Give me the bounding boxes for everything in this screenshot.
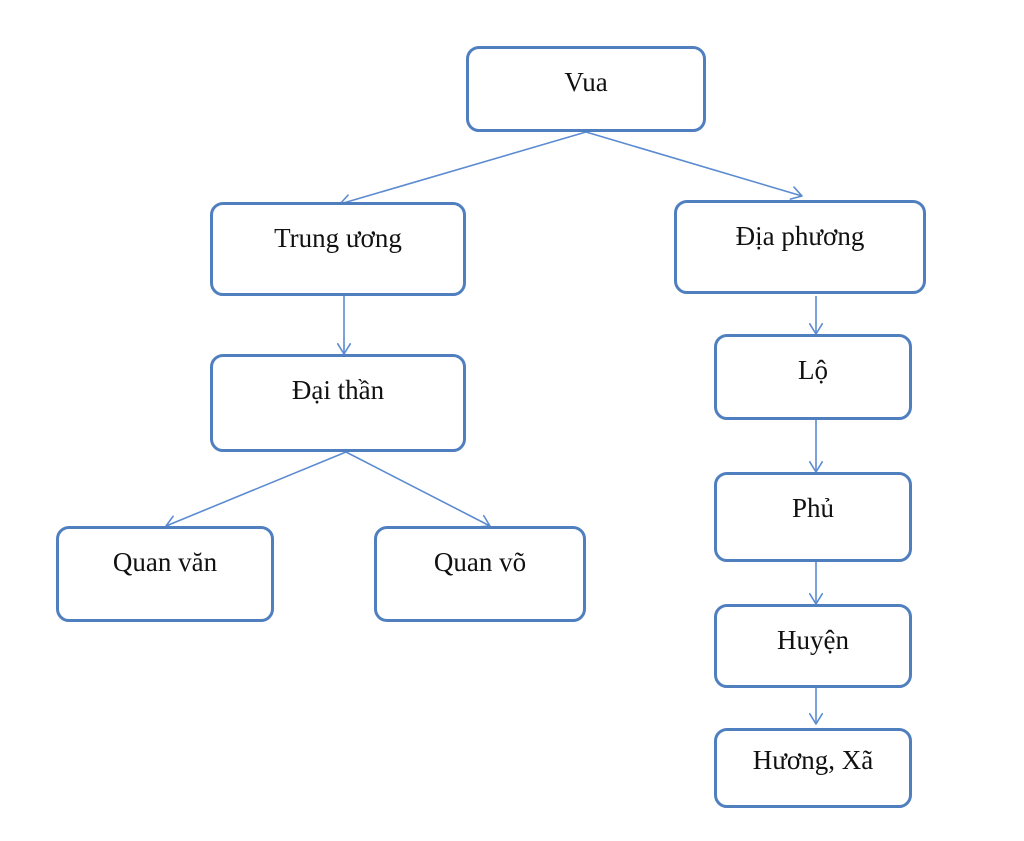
arrowhead-icon <box>789 186 803 200</box>
node-label: Quan văn <box>112 547 218 577</box>
arrow-vua-to-dia-phuong <box>585 131 803 200</box>
node-huong-xa: Hương, Xã <box>714 728 912 808</box>
node-quan-vo: Quan võ <box>374 526 586 622</box>
arrow-lo-to-phu <box>808 420 824 473</box>
arrow-dia-phuong-to-lo <box>808 296 824 335</box>
node-label: Trung ương <box>274 223 402 253</box>
arrow-vua-to-trung-uong <box>339 131 587 208</box>
arrow-line <box>339 131 587 205</box>
node-label: Hương, Xã <box>752 745 874 775</box>
node-quan-van: Quan văn <box>56 526 274 622</box>
node-label: Địa phương <box>735 221 865 251</box>
node-label: Phủ <box>791 493 835 523</box>
arrow-phu-to-huyen <box>808 562 824 605</box>
node-dia-phuong: Địa phương <box>674 200 926 294</box>
node-label: Huyện <box>777 625 849 655</box>
arrow-huyen-to-huong-xa <box>808 688 824 725</box>
node-label: Đại thần <box>291 375 385 405</box>
arrow-dai-than-to-quan-van <box>165 451 347 529</box>
arrow-line <box>345 451 491 527</box>
node-dai-than: Đại thần <box>210 354 466 452</box>
arrowhead-icon <box>808 712 824 725</box>
arrow-trung-uong-to-dai-than <box>336 296 352 355</box>
node-trung-uong: Trung ương <box>210 202 466 296</box>
node-huyen: Huyện <box>714 604 912 688</box>
node-label: Vua <box>564 67 608 97</box>
node-vua: Vua <box>466 46 706 132</box>
node-lo: Lộ <box>714 334 912 420</box>
arrow-dai-than-to-quan-vo <box>345 451 491 528</box>
node-label: Lộ <box>798 355 828 385</box>
arrow-line <box>165 451 347 527</box>
node-phu: Phủ <box>714 472 912 562</box>
arrow-line <box>585 131 803 197</box>
node-label: Quan võ <box>433 547 527 577</box>
